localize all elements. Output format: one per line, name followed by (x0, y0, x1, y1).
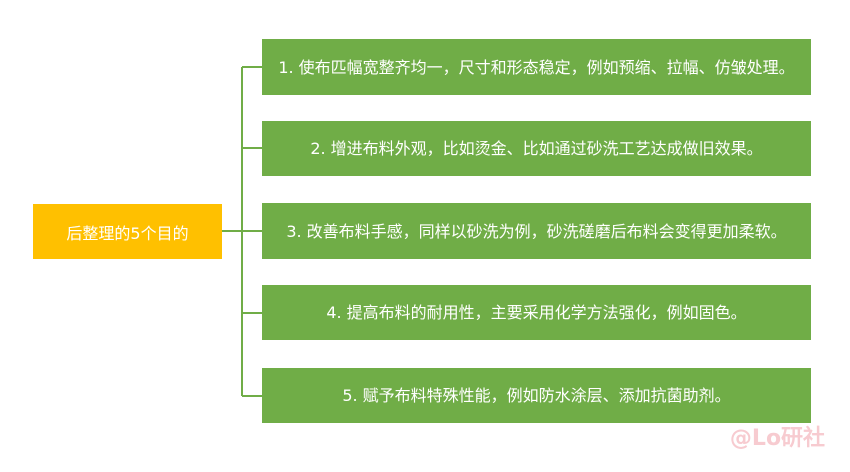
leaf-node-5: 5. 赋予布料特殊性能，例如防水涂层、添加抗菌助剂。 (262, 368, 811, 423)
leaf-label-4: 4. 提高布料的耐用性，主要采用化学方法强化，例如固色。 (326, 303, 747, 322)
leaf-node-1: 1. 使布匹幅宽整齐均一，尺寸和形态稳定，例如预缩、拉幅、仿皱处理。 (262, 39, 811, 95)
leaf-label-3: 3. 改善布料手感，同样以砂洗为例，砂洗磋磨后布料会变得更加柔软。 (286, 221, 787, 241)
root-node: 后整理的5个目的 (33, 204, 222, 259)
leaf-node-4: 4. 提高布料的耐用性，主要采用化学方法强化，例如固色。 (262, 285, 811, 340)
leaf-node-2: 2. 增进布料外观，比如烫金、比如通过砂洗工艺达成做旧效果。 (262, 121, 811, 176)
watermark-text: @Lo研社 (729, 426, 826, 451)
leaf-label-1: 1. 使布匹幅宽整齐均一，尺寸和形态稳定，例如预缩、拉幅、仿皱处理。 (278, 57, 795, 77)
leaf-node-3: 3. 改善布料手感，同样以砂洗为例，砂洗磋磨后布料会变得更加柔软。 (262, 203, 811, 259)
watermark: @Lo研社 (715, 416, 840, 456)
root-label: 后整理的5个目的 (66, 223, 189, 243)
leaf-label-5: 5. 赋予布料特殊性能，例如防水涂层、添加抗菌助剂。 (342, 386, 731, 405)
leaf-label-2: 2. 增进布料外观，比如烫金、比如通过砂洗工艺达成做旧效果。 (310, 139, 763, 158)
